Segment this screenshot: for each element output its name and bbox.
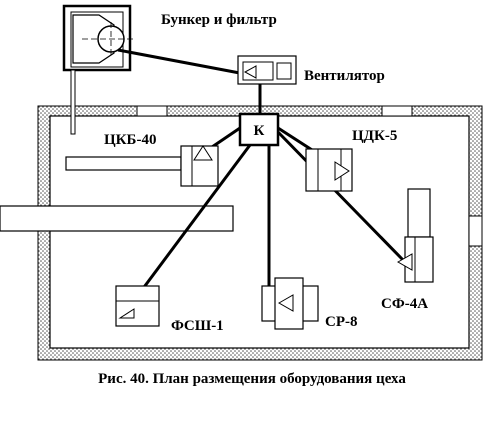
duct-k-sf bbox=[276, 130, 406, 263]
figure-caption: Рис. 40. План размещения оборудования це… bbox=[98, 371, 406, 387]
bunker-filter-unit bbox=[62, 4, 134, 72]
machine-tskb-40 bbox=[65, 145, 219, 187]
conveyor-bar bbox=[0, 205, 234, 232]
window-top-right bbox=[381, 105, 413, 117]
duct-k-tskb bbox=[211, 126, 241, 149]
workshop-wall bbox=[37, 105, 483, 361]
duct-bunker-fan bbox=[117, 48, 246, 76]
label-tsdk-5: ЦДК-5 bbox=[352, 128, 397, 144]
label-tskb-40: ЦКБ-40 bbox=[104, 132, 156, 148]
label-sr-8: СР-8 bbox=[325, 314, 358, 330]
label-fan: Вентилятор bbox=[304, 68, 385, 84]
bunker-pipe bbox=[70, 69, 76, 135]
window-right bbox=[468, 215, 483, 247]
label-bunker-filter: Бункер и фильтр bbox=[161, 12, 277, 28]
fan-unit bbox=[237, 55, 297, 85]
label-fssh-1: ФСШ-1 bbox=[171, 318, 224, 334]
machine-sf-4a bbox=[396, 188, 434, 283]
window-top-left bbox=[136, 105, 168, 117]
label-sf-4a: СФ-4А bbox=[381, 296, 428, 312]
machine-fssh-1 bbox=[115, 285, 160, 327]
machine-sr-8 bbox=[261, 277, 319, 330]
machine-tsdk-5 bbox=[305, 148, 353, 192]
label-collector-k: К bbox=[254, 123, 265, 139]
